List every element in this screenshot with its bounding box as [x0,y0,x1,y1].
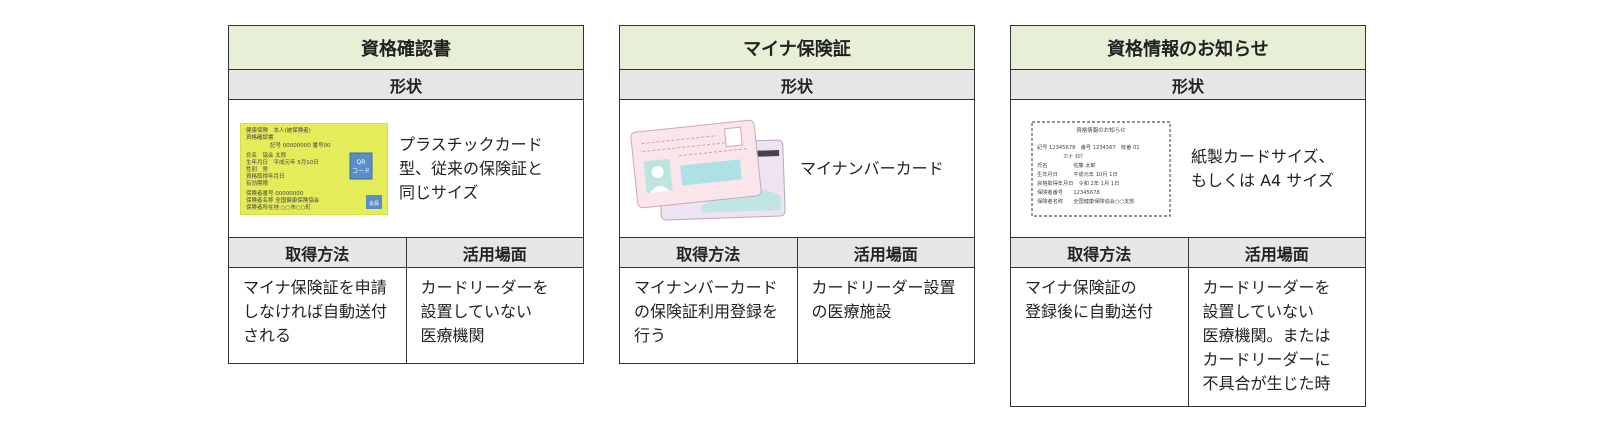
usage-text: カードリーダーを 設置していない 医療機関。または カードリーダーに 不具合が生… [1202,278,1331,393]
notice-line: 資格取得年月日 令和 2年 1月 1日 [1037,179,1119,187]
acquisition-text: マイナ保険証の 登録後に自動送付 [1011,268,1189,406]
notice-line: 記号 12345678 番号 1234567 枝番 01 [1037,143,1140,151]
my-number-card-image [620,116,800,222]
svg-text:QR: QR [357,159,366,166]
acquisition-text: マイナンバーカード の保険証利用登録を 行う [620,268,798,363]
acquisition-header: 取得方法 [1011,238,1189,267]
card-line: 保険者番号 00000000 [246,189,304,197]
usage-header: 活用場面 [853,244,918,264]
form-area: 資格情報のお知らせ 記号 12345678 番号 1234567 枝番 01 カ… [1011,100,1365,238]
info-body-row: マイナ保険証の 登録後に自動送付 カードリーダーを 設置していない 医療機関。ま… [1011,268,1365,406]
card-line: 有効期限 [246,179,269,187]
notice-line: カナ ﾀﾛｳ [1037,153,1083,160]
svg-text:コード: コード [352,168,370,175]
info-header-row: 取得方法 活用場面 [1011,238,1365,268]
form-description: マイナンバーカード [800,158,944,178]
form-header: 形状 [1011,70,1365,100]
card-shikaku-joho-oshirase: 資格情報のお知らせ 形状 資格情報のお知らせ 記号 12345678 番号 12… [1010,25,1366,407]
acquisition-header: 取得方法 [620,238,798,267]
qualification-card-image: 健康保険 本人(被保険者) 資格確認書 記号 00000000 番号00 氏名 … [229,122,399,215]
notice-line: 生年月日 平成元年 10月 1日 [1037,170,1118,178]
info-body-row: マイナンバーカード の保険証利用登録を 行う カードリーダー設置 の医療施設 [620,268,974,363]
card-line: 記号 00000000 番号00 [270,141,331,149]
card-line: 保険者名称 全国健康保険協会 [246,196,320,204]
card-line: 健康保険 本人(被保険者) [246,126,311,134]
usage-text: カードリーダー設置 の医療施設 [811,278,956,321]
info-header-row: 取得方法 活用場面 [620,238,974,268]
form-header: 形状 [229,70,583,100]
usage-text: カードリーダーを 設置していない 医療機関 [420,278,549,345]
usage-header: 活用場面 [1244,244,1309,264]
notice-line: 保険者名称 全国健康保険協会○○支部 [1037,197,1134,205]
card-line: 性別 男 [246,165,268,173]
notice-title: 資格情報のお知らせ [1076,126,1126,134]
form-description: プラスチックカード 型、従来の保険証と 同じサイズ [399,134,544,202]
card-badge: 会員 [369,200,379,207]
info-header-row: 取得方法 活用場面 [229,238,583,268]
acquisition-header: 取得方法 [229,238,407,267]
card-line: 氏名 協会 太郎 [246,151,287,159]
card-shikaku-kakuninsho: 資格確認書 形状 健康保険 本人(被保険者) 資格確認書 記号 00000000… [228,25,584,364]
card-line: 生年月日 平成元年 5月10日 [246,158,319,166]
form-area: 健康保険 本人(被保険者) 資格確認書 記号 00000000 番号00 氏名 … [229,100,583,238]
info-body-row: マイナ保険証を申請 しなければ自動送付 される カードリーダーを 設置していない… [229,268,583,363]
card-line: 資格取得年月日 [246,172,285,180]
notice-line: 氏名 佐藤 太郎 [1037,161,1096,169]
acquisition-text: マイナ保険証を申請 しなければ自動送付 される [229,268,407,363]
notice-line: 保険者番号 12345678 [1037,188,1100,196]
usage-header: 活用場面 [462,244,527,264]
notice-card-image: 資格情報のお知らせ 記号 12345678 番号 1234567 枝番 01 カ… [1011,120,1191,217]
card-line: 保険者所在地 ○○市○○町 [246,203,311,211]
card-title: 資格確認書 [229,26,583,70]
card-line: 資格確認書 [246,133,274,141]
card-title: 資格情報のお知らせ [1011,26,1365,70]
form-header: 形状 [620,70,974,100]
form-area: マイナンバーカード [620,100,974,238]
form-description: 紙製カードサイズ、 もしくは A4 サイズ [1191,146,1335,190]
card-myna-hokensho: マイナ保険証 形状 マイナンバーカード 取得方法 活用場面 マイナンバ [619,25,975,364]
card-title: マイナ保険証 [620,26,974,70]
